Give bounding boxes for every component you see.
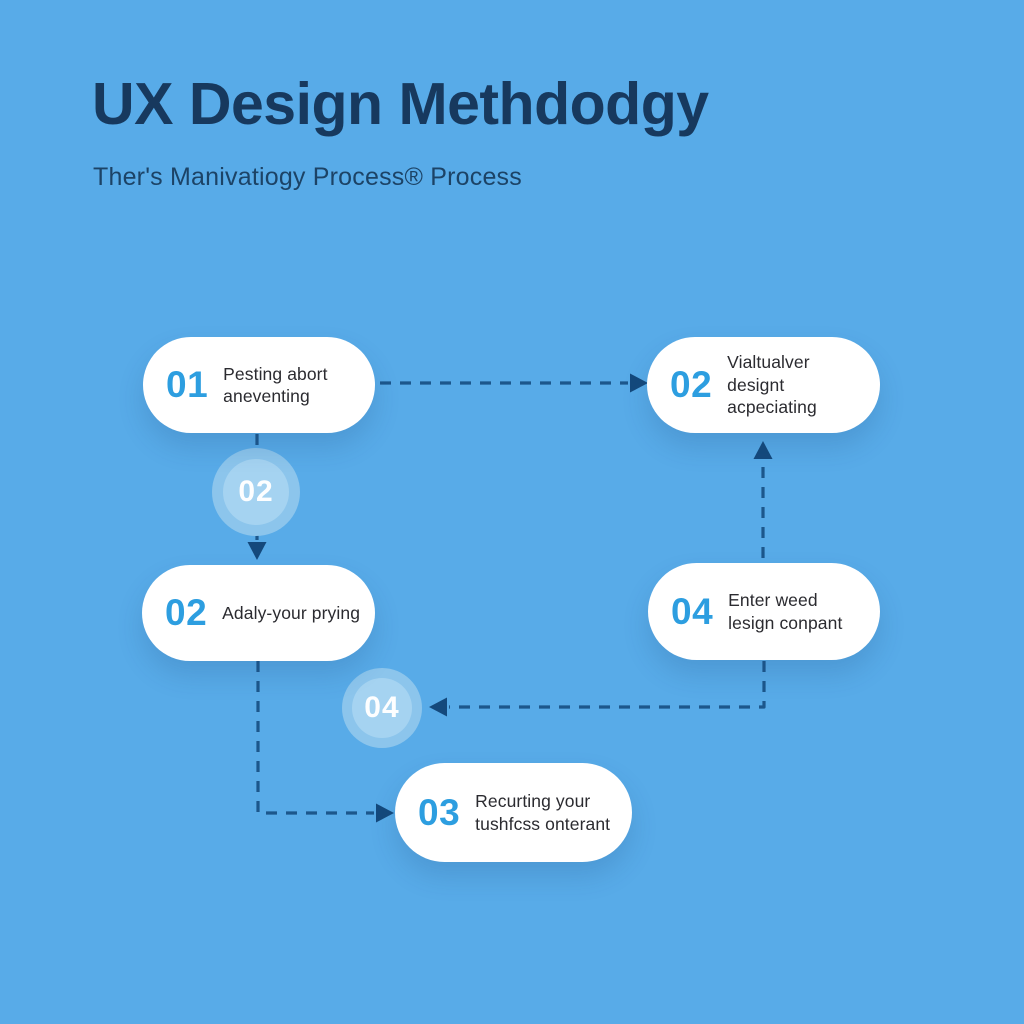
step-number: 02 <box>670 364 713 405</box>
circle-badge-04: 04 <box>342 668 422 748</box>
step-number: 02 <box>165 592 208 633</box>
step-label: Pesting abort aneventing <box>223 363 328 406</box>
badge-number: 04 <box>364 690 400 724</box>
connector-04-to-badge04 <box>429 661 766 717</box>
step-number: 04 <box>671 590 714 632</box>
connector-04-to-02top <box>753 441 773 558</box>
step-label: Adaly-your prying <box>222 602 361 623</box>
step-label: Recurting your tushfcss onterant <box>475 791 611 834</box>
arrowhead-up-icon <box>753 441 773 459</box>
arrowhead-right-icon <box>630 373 648 393</box>
step-pill-02-left: 02 Adaly-your prying <box>142 565 375 661</box>
step-pill-04-right: 04 Enter weed lesign conpant <box>648 563 880 660</box>
connector-02left-to-03 <box>256 661 394 823</box>
arrowhead-left-icon <box>429 697 447 717</box>
circle-badge-inner: 04 <box>351 677 413 739</box>
step-pill-03-bottom: 03 Recurting your tushfcss onterant <box>395 763 632 862</box>
step-pill-01: 01 Pesting abort aneventing <box>143 337 375 433</box>
page-title: UX Design Methdodgy <box>92 71 709 137</box>
step-label: Vialtualver designt acpeciating <box>727 352 817 418</box>
step-number: 01 <box>166 364 209 405</box>
badge-number: 02 <box>238 475 274 508</box>
page-subtitle: Ther's Manivatiogy Process® Process <box>93 163 522 191</box>
circle-badge-inner: 02 <box>222 458 290 526</box>
step-label: Enter weed lesign conpant <box>728 590 843 633</box>
connector-01-to-02top <box>380 373 648 393</box>
arrowhead-right-icon <box>376 803 394 823</box>
arrowhead-down-icon <box>247 542 267 560</box>
step-number: 03 <box>418 791 461 833</box>
step-pill-02-top: 02 Vialtualver designt acpeciating <box>647 337 880 433</box>
circle-badge-02: 02 <box>212 448 300 536</box>
